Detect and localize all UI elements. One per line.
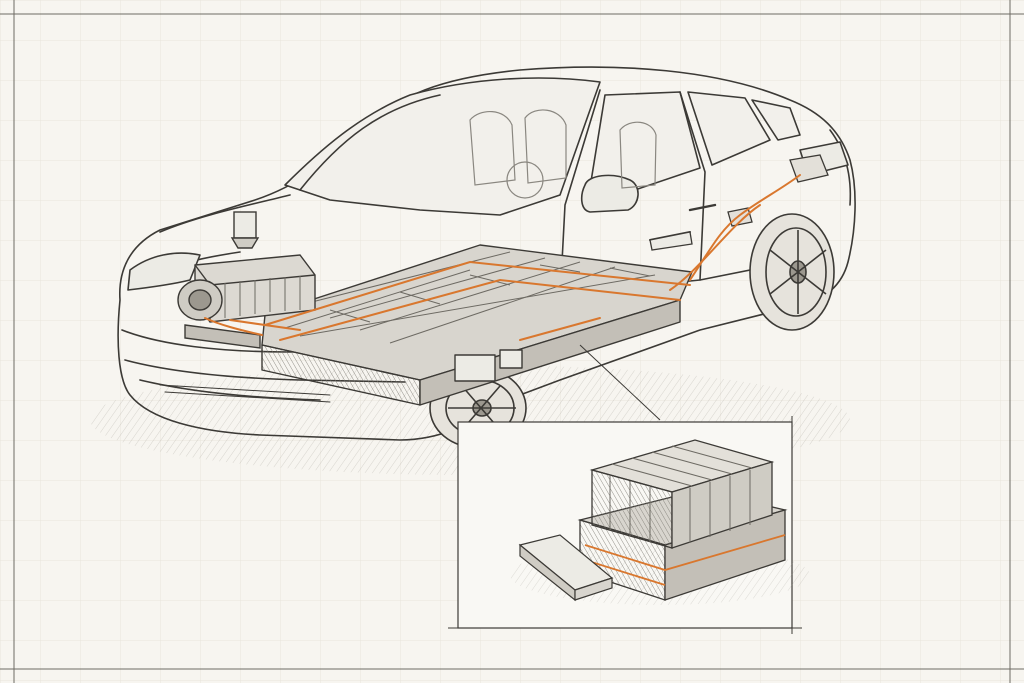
orange-hv-wiring [204, 174, 801, 341]
rear-wheel [749, 213, 835, 331]
car-body [117, 66, 856, 441]
front-motor-unit [177, 211, 316, 349]
interior-seats [469, 109, 657, 199]
detail-leader-line [579, 344, 661, 421]
inset-battery-module [589, 439, 775, 549]
detail-inset [448, 416, 810, 634]
rear-charge-port [649, 154, 829, 251]
inset-loose-block [518, 534, 614, 602]
